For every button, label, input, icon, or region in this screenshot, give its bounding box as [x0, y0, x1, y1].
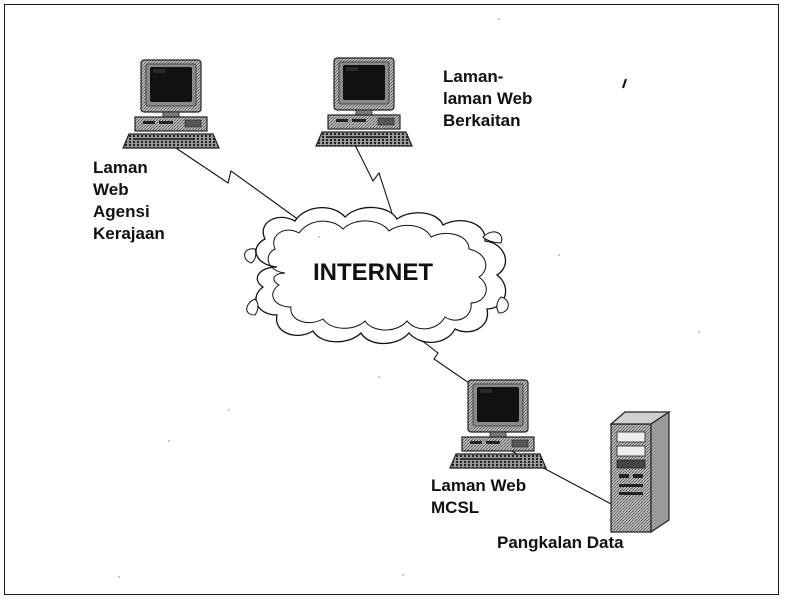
agency-label-line-3: Agensi	[93, 202, 150, 221]
scan-speck	[698, 331, 700, 333]
scan-speck	[378, 376, 380, 378]
connection-lines	[163, 134, 614, 506]
related-sites-label: Laman- laman Web Berkaitan	[443, 66, 532, 132]
internet-label: INTERNET	[313, 259, 433, 286]
mcsl-label-line-2: MCSL	[431, 498, 480, 517]
mcsl-computer	[449, 379, 547, 469]
database-server	[610, 411, 670, 533]
agency-computer	[122, 59, 220, 149]
stray-mark	[622, 78, 627, 89]
link-internet-to-mcsl	[411, 332, 470, 384]
scan-speck	[402, 574, 404, 576]
agency-label-line-1: Laman	[93, 158, 148, 177]
agency-label-line-4: Kerajaan	[93, 224, 165, 243]
link-related-to-internet	[349, 134, 393, 214]
scan-speck	[228, 409, 230, 411]
internet-cloud	[244, 206, 509, 345]
scan-speck	[168, 440, 170, 442]
agency-label-line-2: Web	[93, 180, 129, 199]
related-sites-label-line-2: laman Web	[443, 89, 533, 108]
mcsl-label-line-1: Laman Web	[431, 476, 527, 495]
scan-speck	[318, 236, 320, 238]
related-sites-label-line-1: Laman-	[443, 67, 504, 86]
agency-label: Laman Web Agensi Kerajaan	[93, 157, 165, 245]
related-sites-computer	[315, 57, 413, 147]
database-label: Pangkalan Data	[497, 532, 624, 554]
scan-speck	[558, 254, 560, 256]
mcsl-label: Laman Web MCSL	[431, 475, 526, 519]
scan-speck	[498, 18, 500, 20]
link-agency-to-internet	[163, 139, 304, 224]
related-sites-label-line-3: Berkaitan	[443, 111, 521, 130]
scan-speck	[118, 576, 120, 578]
database-label-line-1: Pangkalan Data	[497, 533, 624, 552]
